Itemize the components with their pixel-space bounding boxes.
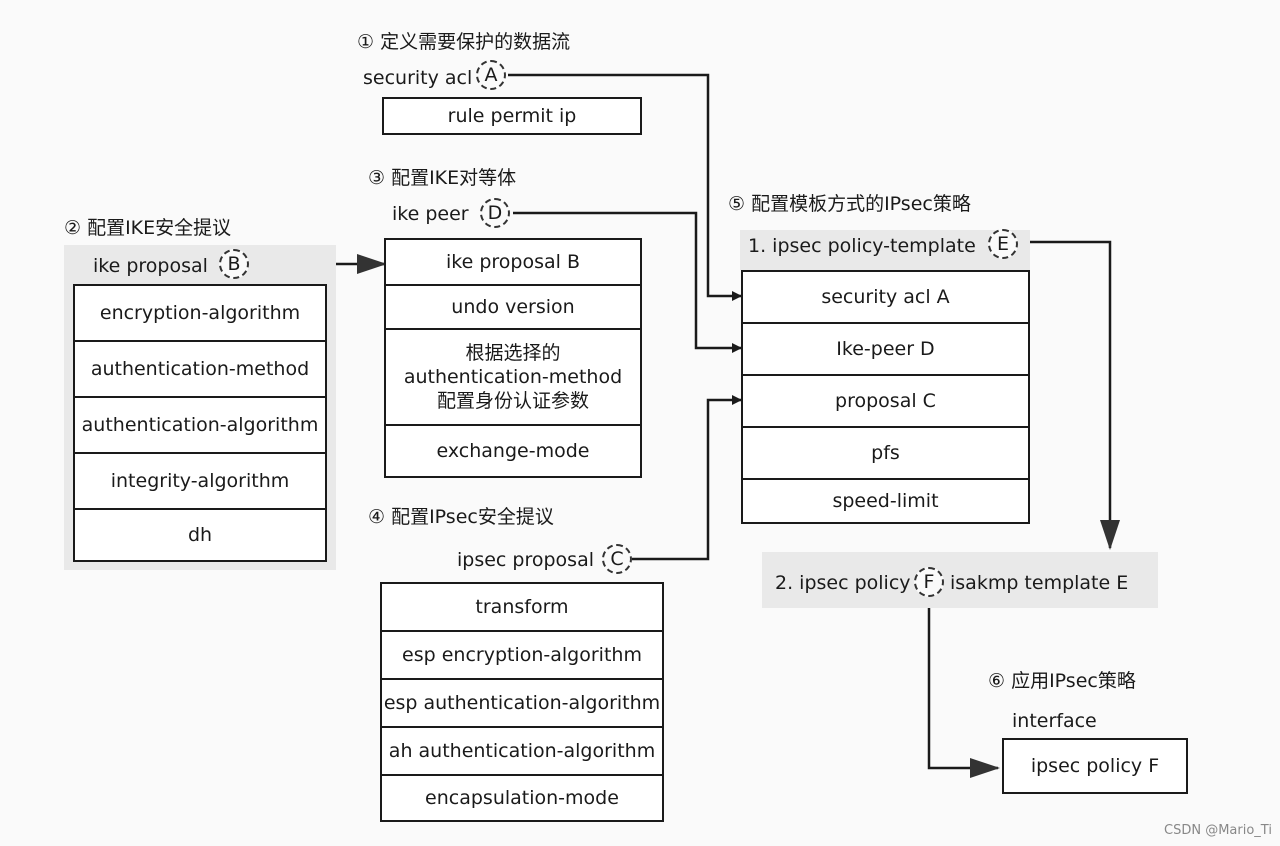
ike-peer-auth-line: 配置身份认证参数: [436, 390, 589, 412]
ipsec-policy-id-marker: F: [914, 567, 944, 597]
acl-id-marker: A: [476, 60, 506, 90]
step5-title: ⑤ 配置模板方式的IPsec策略: [728, 193, 971, 215]
ike-peer-id-marker: D: [480, 198, 510, 228]
policy-template-id-marker: E: [988, 229, 1018, 259]
step3-title: ③ 配置IKE对等体: [368, 167, 517, 189]
policy-template-table: security acl A Ike-peer D proposal C pfs…: [741, 270, 1030, 524]
step1-title: ① 定义需要保护的数据流: [357, 31, 571, 53]
acl-rule-row: rule permit ip: [447, 105, 577, 127]
connector-ipsec-proposal-to-template: [632, 395, 742, 561]
ipsec-policy-prefix: 2. ipsec policy: [775, 572, 911, 594]
ike-proposal-row: dh: [187, 524, 213, 546]
ike-proposal-row: authentication-method: [75, 342, 325, 398]
ike-proposal-row: encryption-algorithm: [75, 286, 325, 342]
ike-proposal-label: ike proposal: [93, 255, 208, 277]
template-shade: [740, 230, 1030, 270]
ike-peer-auth-line: authentication-method: [403, 366, 623, 388]
ike-proposal-row: authentication-algorithm: [75, 398, 325, 454]
ike-peer-auth-row: 根据选择的 authentication-method 配置身份认证参数: [386, 330, 640, 426]
interface-row: ipsec policy F: [1030, 755, 1160, 777]
ike-peer-label: ike peer: [392, 203, 469, 225]
ipsec-proposal-label: ipsec proposal: [457, 549, 594, 571]
ipsec-proposal-row: esp authentication-algorithm: [382, 680, 662, 728]
connector-peer-to-template: [513, 211, 742, 353]
ike-proposal-row: integrity-algorithm: [75, 454, 325, 510]
policy-template-label: 1. ipsec policy-template: [748, 235, 976, 257]
ipsec-policy-suffix: isakmp template E: [950, 572, 1129, 594]
ipsec-proposal-row: transform: [382, 584, 662, 632]
policy-template-row: pfs: [743, 428, 1028, 480]
step2-title: ② 配置IKE安全提议: [64, 217, 232, 239]
ike-proposal-table: encryption-algorithm authentication-meth…: [73, 284, 327, 562]
connector-acl-to-template: [508, 73, 742, 301]
ipsec-proposal-id-marker: C: [602, 544, 632, 574]
ike-peer-row: ike proposal B: [386, 240, 640, 286]
connector-template-to-policy: [1020, 240, 1120, 550]
ipsec-proposal-row: encapsulation-mode: [425, 787, 619, 809]
policy-template-row: security acl A: [743, 272, 1028, 324]
ike-peer-row: undo version: [386, 286, 640, 330]
security-acl-label: security acl: [363, 67, 473, 89]
ike-peer-row: exchange-mode: [436, 440, 590, 462]
ipsec-proposal-table: transform esp encryption-algorithm esp a…: [380, 582, 664, 822]
watermark: CSDN @Mario_Ti: [1164, 823, 1272, 838]
ipsec-proposal-row: esp encryption-algorithm: [382, 632, 662, 680]
ipsec-proposal-row: ah authentication-algorithm: [382, 728, 662, 776]
policy-shade: [762, 552, 1158, 608]
ike-peer-table: ike proposal B undo version 根据选择的 authen…: [384, 238, 642, 478]
ike-peer-auth-line: 根据选择的: [465, 342, 561, 364]
policy-template-row: speed-limit: [832, 490, 939, 512]
step4-title: ④ 配置IPsec安全提议: [368, 506, 554, 528]
interface-label: interface: [1012, 710, 1097, 732]
acl-rule-table: rule permit ip: [382, 97, 642, 135]
interface-table: ipsec policy F: [1002, 738, 1188, 794]
connector-policy-to-interface: [927, 596, 1000, 778]
policy-template-row: Ike-peer D: [743, 324, 1028, 376]
ike-proposal-id-marker: B: [219, 249, 249, 279]
policy-template-row: proposal C: [743, 376, 1028, 428]
step6-title: ⑥ 应用IPsec策略: [988, 670, 1136, 692]
